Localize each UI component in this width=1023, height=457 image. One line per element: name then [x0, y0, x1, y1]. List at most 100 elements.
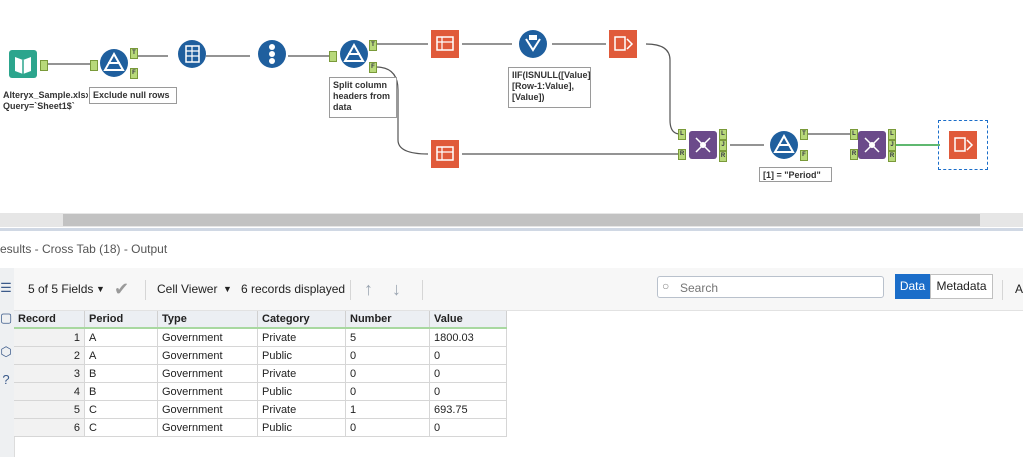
column-header-value[interactable]: Value [429, 311, 507, 329]
category-cell[interactable]: Private [257, 328, 346, 347]
column-header-record[interactable]: Record [14, 311, 85, 329]
table-row[interactable]: 6 C Government Public 0 0 [14, 418, 507, 437]
cross-tab-tool[interactable] [430, 29, 460, 59]
workflow-canvas[interactable]: Alteryx_Sample.xlsx Query=`Sheet1$` T F … [0, 0, 1023, 213]
table-row[interactable]: 3 B Government Private 0 0 [14, 364, 507, 383]
search-input[interactable] [678, 279, 882, 297]
filter-tool[interactable] [339, 39, 369, 69]
period-cell[interactable]: A [84, 328, 158, 347]
toolbar-truncated-label[interactable]: A [1015, 282, 1023, 296]
record-cell[interactable]: 3 [14, 364, 85, 383]
table-row[interactable]: 4 B Government Public 0 0 [14, 382, 507, 401]
scrollbar-thumb[interactable] [63, 214, 980, 226]
type-cell[interactable]: Government [157, 400, 258, 419]
checkmark-icon[interactable]: ✔ [114, 279, 130, 299]
filter-tool[interactable] [99, 48, 129, 78]
value-cell[interactable]: 693.75 [429, 400, 507, 419]
number-cell[interactable]: 0 [345, 418, 430, 437]
metadata-button[interactable]: Metadata [930, 274, 993, 299]
type-cell[interactable]: Government [157, 418, 258, 437]
record-cell[interactable]: 6 [14, 418, 85, 437]
arrow-up-icon[interactable]: ↑ [364, 279, 373, 299]
column-header-type[interactable]: Type [157, 311, 258, 329]
hexagon-icon[interactable]: ⬡ [0, 344, 12, 359]
record-cell[interactable]: 4 [14, 382, 85, 401]
cell-viewer-dropdown[interactable]: Cell Viewer [157, 282, 218, 296]
chevron-down-icon[interactable]: ▼ [96, 284, 105, 294]
period-cell[interactable]: B [84, 364, 158, 383]
input-data-tool[interactable] [8, 49, 38, 79]
data-button[interactable]: Data [895, 274, 930, 299]
column-header-category[interactable]: Category [257, 311, 346, 329]
category-cell[interactable]: Private [257, 364, 346, 383]
table-row[interactable]: 1 A Government Private 5 1800.03 [14, 328, 507, 347]
join-output-anchor[interactable]: J [888, 140, 896, 151]
cross-tab-output-tool[interactable] [948, 130, 978, 160]
chevron-down-icon[interactable]: ▼ [223, 284, 232, 294]
record-cell[interactable]: 1 [14, 328, 85, 347]
search-box[interactable]: ○ [657, 276, 884, 298]
number-cell[interactable]: 5 [345, 328, 430, 347]
canvas-horizontal-scrollbar[interactable] [0, 213, 1023, 227]
join-tool[interactable] [688, 130, 718, 160]
table-icon[interactable]: ▢ [0, 310, 13, 325]
number-cell[interactable]: 1 [345, 400, 430, 419]
type-cell[interactable]: Government [157, 382, 258, 401]
left-anchor[interactable]: L [678, 129, 686, 140]
category-cell[interactable]: Public [257, 418, 346, 437]
transpose-tool[interactable] [608, 29, 638, 59]
panel-divider[interactable] [0, 228, 1023, 231]
record-cell[interactable]: 5 [14, 400, 85, 419]
multi-row-formula-tool[interactable] [518, 29, 548, 59]
true-anchor[interactable]: T [800, 129, 808, 140]
record-id-tool[interactable] [257, 39, 287, 69]
left-output-anchor[interactable]: L [888, 129, 896, 140]
period-cell[interactable]: B [84, 382, 158, 401]
value-cell[interactable]: 0 [429, 382, 507, 401]
join-tool[interactable] [857, 130, 887, 160]
false-anchor[interactable]: F [130, 68, 138, 79]
type-cell[interactable]: Government [157, 328, 258, 347]
help-icon[interactable]: ? [2, 372, 10, 387]
value-cell[interactable]: 0 [429, 346, 507, 365]
table-row[interactable]: 5 C Government Private 1 693.75 [14, 400, 507, 419]
true-anchor[interactable]: T [369, 40, 377, 51]
type-cell[interactable]: Government [157, 364, 258, 383]
multi-field-formula-tool[interactable] [177, 39, 207, 69]
output-anchor[interactable] [40, 60, 48, 71]
input-anchor[interactable] [329, 51, 337, 62]
period-cell[interactable]: A [84, 346, 158, 365]
fields-selector[interactable]: 5 of 5 Fields [28, 282, 94, 296]
category-cell[interactable]: Public [257, 382, 346, 401]
join-output-anchor[interactable]: J [719, 140, 727, 151]
right-output-anchor[interactable]: R [888, 151, 896, 162]
false-anchor[interactable]: F [800, 150, 808, 161]
category-cell[interactable]: Public [257, 346, 346, 365]
type-cell[interactable]: Government [157, 346, 258, 365]
right-anchor[interactable]: R [678, 149, 686, 160]
record-cell[interactable]: 2 [14, 346, 85, 365]
category-cell[interactable]: Private [257, 400, 346, 419]
number-cell[interactable]: 0 [345, 382, 430, 401]
arrow-down-icon[interactable]: ↓ [392, 279, 401, 299]
value-cell[interactable]: 1800.03 [429, 328, 507, 347]
column-header-period[interactable]: Period [84, 311, 158, 329]
filter-tool[interactable] [769, 130, 799, 160]
right-anchor[interactable]: R [850, 149, 858, 160]
period-cell[interactable]: C [84, 418, 158, 437]
value-cell[interactable]: 0 [429, 418, 507, 437]
value-cell[interactable]: 0 [429, 364, 507, 383]
false-anchor[interactable]: F [369, 62, 377, 73]
number-cell[interactable]: 0 [345, 346, 430, 365]
true-anchor[interactable]: T [130, 48, 138, 59]
input-anchor[interactable] [90, 60, 98, 71]
cross-tab-tool[interactable] [430, 139, 460, 169]
period-cell[interactable]: C [84, 400, 158, 419]
table-row[interactable]: 2 A Government Public 0 0 [14, 346, 507, 365]
right-output-anchor[interactable]: R [719, 151, 727, 162]
column-header-number[interactable]: Number [345, 311, 430, 329]
left-output-anchor[interactable]: L [719, 129, 727, 140]
list-icon[interactable]: ☰ [0, 280, 12, 295]
number-cell[interactable]: 0 [345, 364, 430, 383]
left-anchor[interactable]: L [850, 129, 858, 140]
